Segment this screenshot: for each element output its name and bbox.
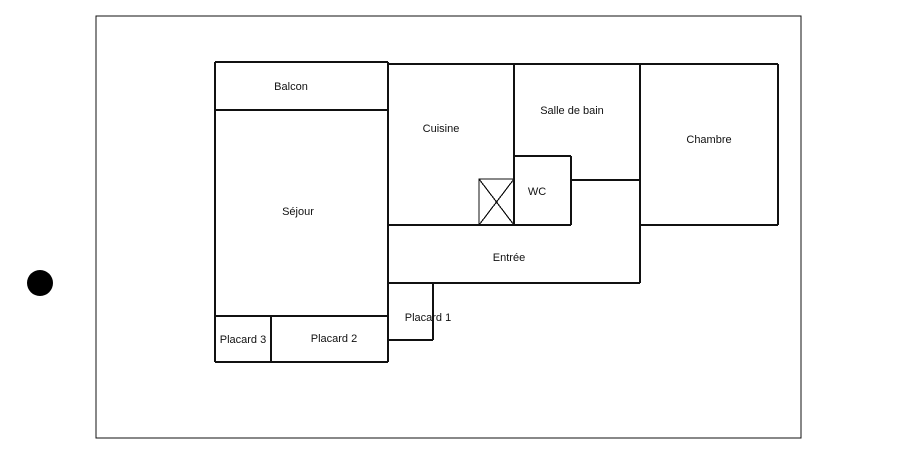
- room-label-wc: WC: [528, 186, 546, 198]
- wall-lines: [214, 61, 779, 363]
- room-label-chambre: Chambre: [686, 134, 731, 146]
- room-label-entree: Entrée: [493, 252, 525, 264]
- room-label-placard-1: Placard 1: [405, 312, 451, 324]
- room-label-salle-de-bain: Salle de bain: [540, 105, 604, 117]
- binder-hole-dot: [27, 270, 53, 296]
- ventilation-shaft-icon: [478, 178, 515, 226]
- room-label-placard-3: Placard 3: [220, 334, 266, 346]
- drawing-frame: [95, 15, 802, 439]
- room-label-sejour: Séjour: [282, 206, 314, 218]
- room-label-placard-2: Placard 2: [311, 333, 357, 345]
- room-label-cuisine: Cuisine: [423, 123, 460, 135]
- room-label-balcon: Balcon: [274, 81, 308, 93]
